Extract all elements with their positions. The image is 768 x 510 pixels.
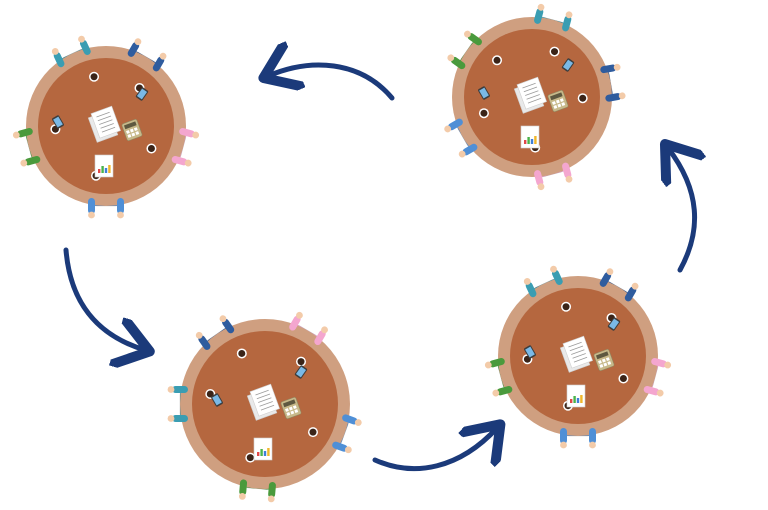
phone-icon — [607, 317, 621, 331]
arms-green — [238, 479, 276, 503]
table-top-right — [444, 3, 626, 191]
documents-icon — [513, 76, 547, 114]
table-bottom-right — [484, 265, 672, 449]
phone-icon — [478, 86, 490, 100]
arms-navy — [127, 38, 167, 72]
arms-teal — [523, 265, 563, 298]
phone-icon — [211, 393, 223, 407]
table-top-left — [12, 35, 200, 219]
report-chart-icon — [253, 437, 273, 461]
arms-pink — [289, 311, 328, 346]
table-bottom-left — [167, 311, 362, 503]
arrow-bottom — [372, 428, 497, 472]
arms-navy — [599, 268, 639, 302]
arrow-top — [268, 65, 395, 101]
phone-icon — [294, 365, 308, 379]
phone-icon — [561, 58, 575, 72]
arrow-right — [668, 148, 695, 273]
arms-green — [484, 358, 513, 397]
tables — [12, 3, 672, 503]
arms-teal — [534, 3, 573, 32]
arms-green — [447, 30, 482, 70]
report-chart-icon — [94, 154, 114, 178]
documents-icon — [87, 105, 121, 143]
arms-blue — [88, 198, 124, 219]
arrow-left — [63, 247, 145, 350]
arms-blue — [560, 428, 596, 449]
arms-navy — [195, 315, 235, 350]
calculator-icon — [593, 349, 615, 371]
calculator-icon — [280, 397, 302, 419]
arms-blue — [444, 118, 478, 158]
arms-pink — [643, 358, 672, 397]
calculator-icon — [547, 90, 569, 112]
documents-icon — [559, 335, 593, 373]
documents-icon — [246, 383, 280, 421]
arms-teal — [51, 35, 91, 68]
arms-teal — [167, 386, 188, 422]
phone-icon — [52, 115, 64, 129]
cycle-arrows — [63, 65, 695, 472]
arms-pink — [171, 128, 200, 167]
phone-icon — [524, 345, 536, 359]
arms-navy — [600, 63, 626, 102]
calculator-icon — [121, 119, 143, 141]
arms-pink — [534, 162, 573, 191]
arms-blue — [332, 414, 362, 454]
phone-icon — [135, 87, 149, 101]
arms-green — [12, 128, 41, 167]
report-chart-icon — [566, 384, 586, 408]
report-chart-icon — [520, 125, 540, 149]
